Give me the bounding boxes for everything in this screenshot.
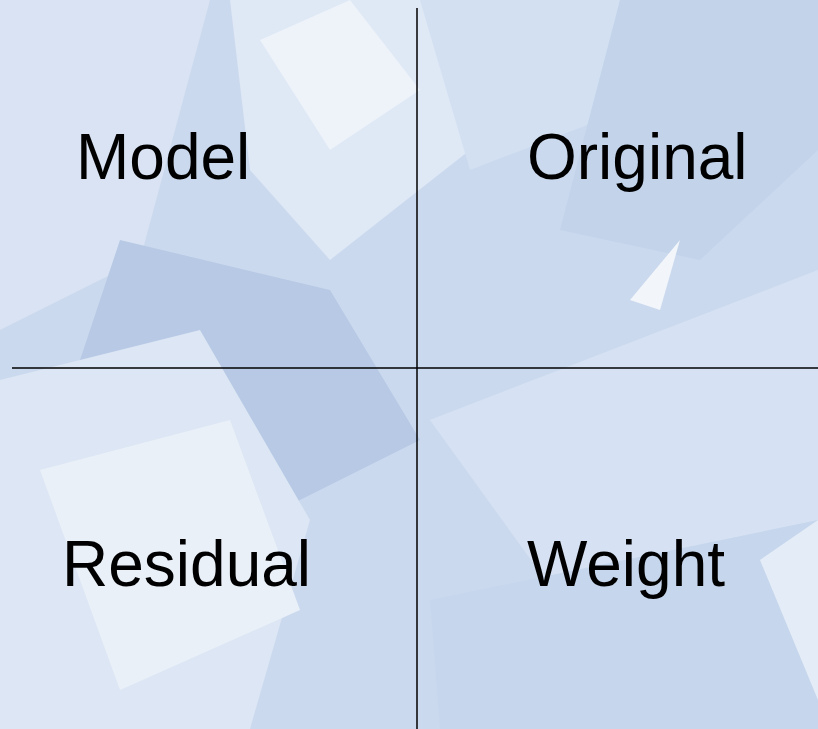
quadrant-label: Model [76,125,250,189]
quadrant-label: Residual [62,532,311,596]
photo-shape [760,520,818,700]
quadrant-label: Weight [527,532,725,596]
photo-shape [260,0,420,150]
photo-shape [430,520,818,729]
photo-shape [0,330,310,729]
divider-line [12,367,818,369]
photo-shape [630,240,680,310]
quadrant-label: Original [527,125,748,189]
